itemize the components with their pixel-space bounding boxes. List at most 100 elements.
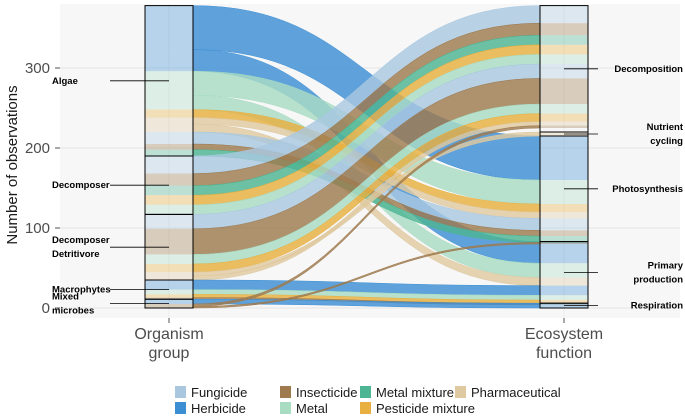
node-segment-pharmaceutical (145, 272, 193, 276)
y-axis-title: Number of observations (4, 85, 21, 244)
node-label-decomposition: Decomposition (614, 64, 683, 75)
legend-label-pesticide-mixture: Pesticide mixture (376, 401, 475, 416)
legend-label-pharmaceutical: Pharmaceutical (471, 385, 561, 400)
node-segment-metal (540, 295, 588, 300)
node-segment-metal (540, 180, 588, 204)
node-label-photosynthesis: Photosynthesis (612, 184, 683, 195)
legend-label-insecticide: Insecticide (296, 385, 357, 400)
node-segment-metal (540, 104, 588, 114)
node-segment-herbicide (145, 5, 193, 50)
node-segment-metal-mixture (540, 35, 588, 45)
node-segment-metal-mixture (145, 185, 193, 196)
node-segment-pharmaceutical (540, 212, 588, 219)
node-segment-pesticide-mixture (540, 300, 588, 304)
node-segment-herbicide (540, 285, 588, 296)
node-segment-pharmaceutical (540, 277, 588, 286)
legend-swatch-pesticide-mixture (360, 402, 371, 414)
node-label-decomposer: Decomposer (52, 180, 110, 191)
node-segment-metal (145, 95, 193, 110)
node-segment-fungicide (145, 132, 193, 144)
node-segment-herbicide (145, 49, 193, 72)
node-segment-metal (145, 254, 193, 264)
legend-label-herbicide: Herbicide (191, 401, 246, 416)
node-segment-metal-mixture (540, 236, 588, 243)
node-segment-insecticide (145, 173, 193, 186)
node-label-line: Detritivore (52, 249, 100, 260)
x-tick-label: group (149, 345, 190, 362)
node-segment-insecticide (145, 304, 193, 307)
node-segment-insecticide (540, 78, 588, 104)
node-label-line: production (633, 274, 683, 285)
legend-label-metal-mixture: Metal mixture (376, 385, 454, 400)
legend-label-fungicide: Fungicide (191, 385, 247, 400)
x-tick-label: Organism (134, 326, 203, 343)
node-segment-pharmaceutical (145, 276, 193, 280)
x-tick-label: function (536, 345, 592, 362)
node-label-line: microbes (52, 306, 94, 317)
node-label-nutrient-cycling: Nutrient cycling (647, 122, 684, 147)
node-label-primary-production: Primary production (633, 260, 683, 285)
node-segment-metal (540, 263, 588, 278)
node-segment-pesticide-mixture (145, 109, 193, 118)
node-segment-pesticide-mixture (540, 44, 588, 55)
node-label-respiration: Respiration (631, 301, 683, 312)
node-label-line: Decomposer (52, 235, 110, 246)
node-segment-metal-mixture (145, 149, 193, 156)
legend-label-metal: Metal (296, 401, 328, 416)
node-segment-herbicide (145, 280, 193, 290)
node-label-line: Photosynthesis (612, 184, 683, 195)
node-segment-pesticide-mixture (540, 204, 588, 212)
node-segment-metal (540, 54, 588, 64)
legend-swatch-fungicide (175, 386, 186, 398)
node-segment-pesticide-mixture (145, 294, 193, 298)
node-label-line: Primary (648, 260, 684, 271)
node-segment-pesticide-mixture (540, 113, 588, 122)
node-segment-fungicide (145, 214, 193, 229)
flows (145, 5, 588, 309)
node-label-macrophytes: Macrophytes (52, 285, 111, 296)
node-label-line: Respiration (631, 301, 683, 312)
node-segment-metal (145, 71, 193, 96)
node-segment-insecticide (145, 306, 193, 308)
node-segment-insecticide (540, 242, 588, 244)
node-segment-insecticide (145, 228, 193, 255)
legend-swatch-metal (280, 402, 291, 414)
node-segment-fungicide (540, 5, 588, 24)
node-segment-insecticide (540, 125, 588, 128)
node-label-line: Decomposer (52, 180, 110, 191)
node-label-line: cycling (650, 136, 683, 147)
y-tick-label: 300 (25, 60, 50, 77)
node-segment-herbicide (540, 136, 588, 180)
node-segment-insecticide (540, 230, 588, 236)
y-tick-label: 0 (42, 300, 50, 317)
node-segment-pharmaceutical (145, 124, 193, 132)
node-label-line: Decomposition (614, 64, 683, 75)
legend-swatch-insecticide (280, 386, 291, 398)
node-segment-pesticide-mixture (145, 264, 193, 272)
y-tick-label: 100 (25, 220, 50, 237)
y-tick-label: 200 (25, 140, 50, 157)
node-segment-insecticide (145, 144, 193, 150)
node-label-algae: Algae (52, 76, 78, 87)
node-label-line: Nutrient (647, 122, 684, 133)
legend-swatch-herbicide (175, 402, 186, 414)
legend-swatch-metal-mixture (360, 386, 371, 398)
node-segment-fungicide (540, 64, 588, 79)
node-label-line: Mixed (52, 292, 79, 303)
legend-swatch-pharmaceutical (455, 386, 466, 398)
node-label-line: Macrophytes (52, 285, 111, 296)
node-label-mixed-microbes: Mixed microbes (52, 292, 94, 317)
node-segment-herbicide (145, 299, 193, 304)
node-label-line: Algae (52, 76, 78, 87)
node-segment-insecticide (540, 303, 588, 305)
node-segment-pharmaceutical (540, 121, 588, 126)
y-axis: 0 100 200 300 (25, 60, 60, 317)
node-segment-metal (145, 204, 193, 215)
node-segment-pharmaceutical (145, 117, 193, 124)
node-segment-insecticide (540, 23, 588, 36)
